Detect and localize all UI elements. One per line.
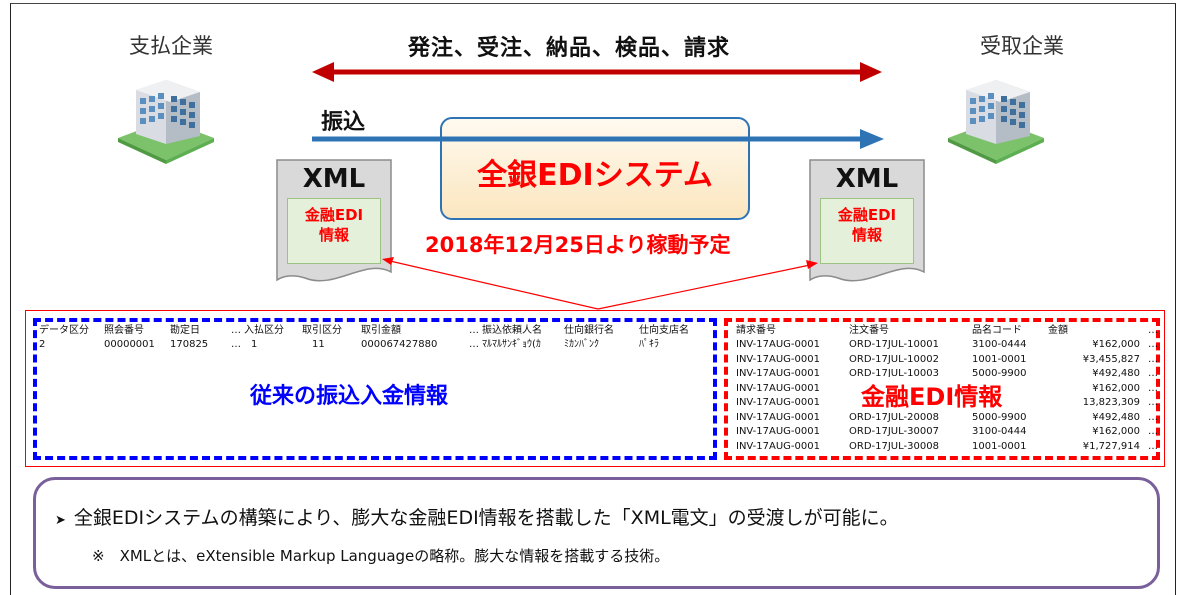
edi-header-order: 注文番号 [849,325,889,336]
edi-info-box [724,318,1160,460]
edi-header-invoice: 請求番号 [736,325,776,336]
edi-cell: 5000-9900 [972,411,1027,423]
edi-cell: INV-17AUG-0001 [736,426,820,437]
edi-cell: 3100-0444 [972,426,1027,437]
edi-system-box [440,117,750,220]
edi-cell: … [1148,426,1158,437]
edi-header-amount: 金額 [1048,325,1068,336]
legacy-cell-1: 2 [39,339,46,350]
edi-cell: … [1148,440,1158,452]
legacy-col-11: 仕向支店名 [639,325,689,336]
edi-cell: 1001-0001 [972,440,1027,452]
left-edi-line2: 情報 [318,226,349,244]
flow-double-arrow [312,62,882,82]
legacy-col-10: 仕向銀行名 [564,325,614,336]
legacy-cell-4: … [231,339,241,350]
legacy-cell-6: 11 [312,339,325,350]
legacy-cell-3: 170825 [170,339,209,350]
edi-cell: 13,823,309 [1082,397,1140,408]
legacy-col-5: 入払区分 [244,325,284,336]
legacy-cell-7: 000067427880 [361,339,438,350]
transfer-arrow [312,129,884,149]
payee-building-icon [948,80,1044,164]
right-edi-info-card: 金融EDI 情報 [820,198,914,264]
edi-cell: INV-17AUG-0001 [736,411,820,423]
payer-label: 支払企業 [129,34,213,58]
edi-cell: … [1148,382,1158,394]
legacy-col-7: 取引金額 [361,325,401,336]
edi-cell: ORD-17JUL-20008 [849,411,939,423]
transfer-label: 振込 [321,110,366,135]
edi-cell: ¥162,000 [1092,426,1140,437]
edi-cell: ¥492,480 [1092,368,1140,379]
edi-cell: INV-17AUG-0001 [736,397,820,408]
payee-label: 受取企業 [980,34,1064,58]
edi-info-label: 金融EDI情報 [858,377,1006,412]
legacy-cell-11: ﾊﾟｷﾗ [639,339,659,350]
flow-label: 発注、受注、納品、検品、請求 [408,36,731,61]
edi-cell: … [1148,368,1158,379]
edi-cell: ¥162,000 [1092,382,1140,394]
right-edi-line2: 情報 [851,226,882,244]
edi-cell: ¥1,727,914 [1082,440,1140,452]
legacy-col-3: 勘定日 [170,325,200,336]
right-xml-title: XML [835,164,899,194]
edi-cell: ¥492,480 [1092,411,1140,423]
edi-cell: 1001-0001 [972,353,1027,365]
legacy-col-9: 振込依頼人名 [482,325,542,336]
edi-cell: INV-17AUG-0001 [736,353,820,365]
legacy-info-label: 従来の振込入金情報 [250,384,449,409]
edi-cell: ¥162,000 [1092,339,1140,350]
summary-note: ※ XMLとは、eXtensible Markup Languageの略称。膨大… [92,547,670,565]
connector-arrows [382,257,818,310]
edi-cell: INV-17AUG-0001 [736,368,820,379]
legacy-cell-5: 1 [251,339,258,350]
legacy-col-4: … [231,325,241,336]
left-xml-title-wrap: XML [275,164,393,194]
edi-cell: ORD-17JUL-30007 [849,426,939,437]
legacy-cell-10: ﾐｶﾝﾊﾞﾝｸ [564,339,599,350]
edi-cell: INV-17AUG-0001 [736,339,820,350]
slide-frame [10,3,1176,595]
legacy-col-8: … [469,325,479,336]
legacy-cell-9: ﾏﾙﾏﾙｻﾝｷﾞｮｳ(ｶ [482,339,541,350]
edi-cell: … [1148,353,1158,365]
right-edi-line1: 金融EDI [837,206,897,224]
edi-header-more: … [1148,325,1158,336]
bullet-arrow-icon: ➤ [55,513,66,528]
payer-building-icon [118,80,214,164]
left-edi-line1: 金融EDI [304,206,364,224]
data-comparison-frame [25,310,1165,467]
left-xml-title: XML [302,164,366,194]
edi-cell: ORD-17JUL-10003 [849,368,939,379]
edi-cell: … [1148,411,1158,423]
edi-cell: ORD-17JUL-10001 [849,339,939,350]
legacy-col-1: データ区分 [39,325,89,336]
legacy-cell-8: … [469,339,479,350]
right-xml-title-wrap: XML [808,164,926,194]
legacy-info-box [33,318,717,460]
edi-cell: ORD-17JUL-30008 [849,440,939,452]
summary-bullet-text: 全銀EDIシステムの構築により、膨大な金融EDI情報を搭載した「XML電文」の受… [73,507,899,529]
edi-cell: INV-17AUG-0001 [736,440,820,452]
edi-cell: INV-17AUG-0001 [736,382,820,394]
summary-bullet: ➤ 全銀EDIシステムの構築により、膨大な金融EDI情報を搭載した「XML電文」の… [55,503,899,530]
legacy-col-6: 取引区分 [302,325,342,336]
edi-cell: 5000-9900 [972,368,1027,379]
legacy-cell-2: 00000001 [104,339,155,350]
edi-header-item-code: 品名コード [972,325,1022,336]
summary-box [33,477,1160,589]
left-edi-info-card: 金融EDI 情報 [287,198,381,264]
operation-schedule: 2018年12月25日より稼動予定 [425,233,731,257]
legacy-col-2: 照会番号 [104,325,144,336]
edi-cell: … [1148,397,1158,408]
edi-cell: ¥3,455,827 [1082,353,1140,365]
edi-cell: … [1148,339,1158,350]
edi-cell: ORD-17JUL-10002 [849,353,939,365]
edi-cell: 3100-0444 [972,339,1027,350]
edi-system-title: 全銀EDIシステム [477,158,713,193]
